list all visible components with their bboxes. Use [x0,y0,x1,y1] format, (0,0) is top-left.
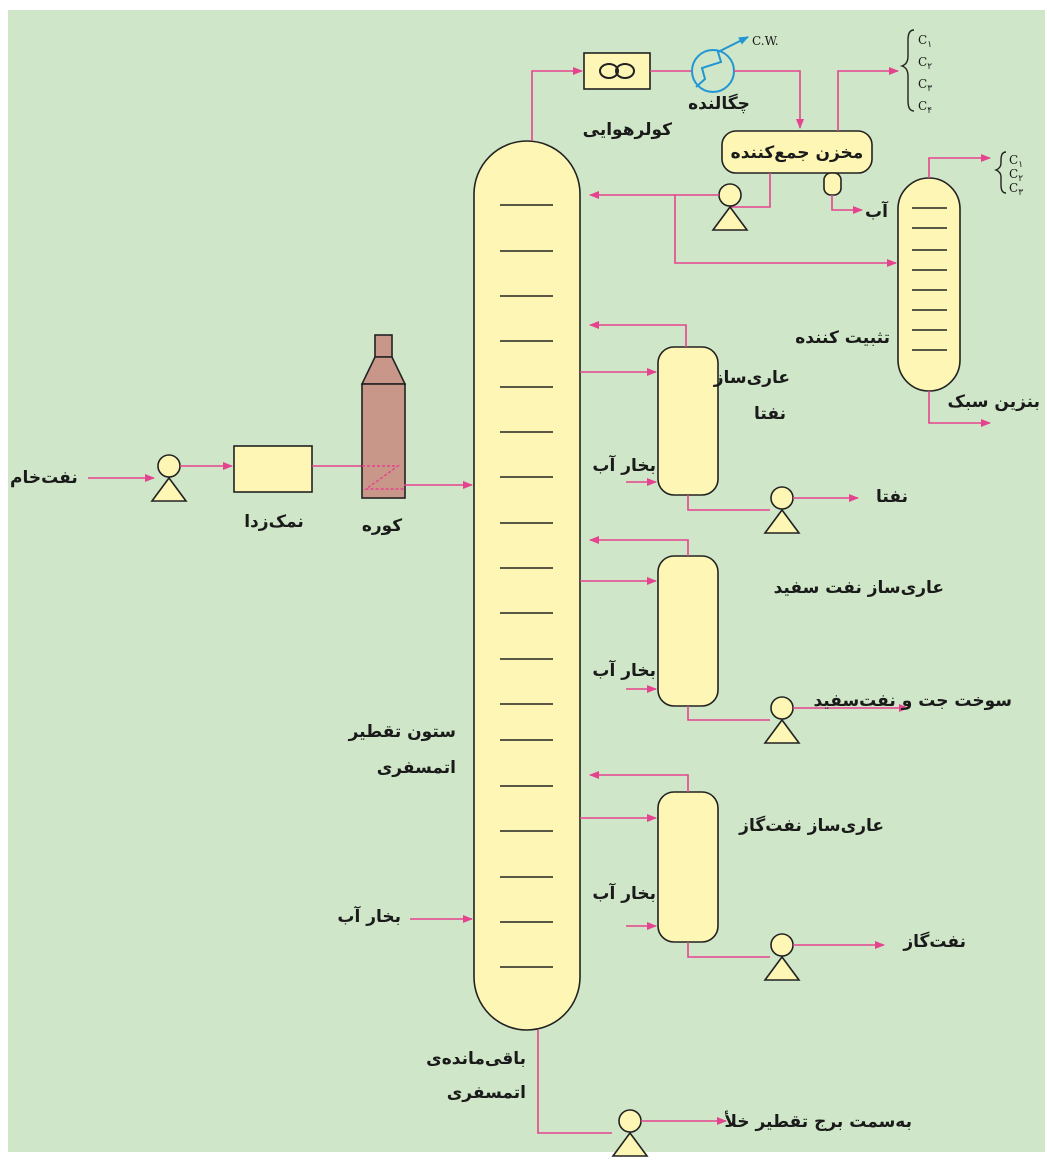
label-to-vacuum: به‌سمت برج تقطیر خلأ [724,1111,912,1132]
residue-line [537,1030,612,1134]
label-naphtha-stripper-2: نفتا [754,404,786,424]
label-crude-oil: نفت‌خام [10,468,78,488]
stabilizer-gas-line [928,154,991,178]
water-out-line [831,195,863,214]
gasoil-pump-icon [763,933,801,981]
naphtha-bottom-line [687,495,770,511]
overhead-vapor-line [531,67,583,141]
condenser-to-drum-line [734,70,804,129]
label-kerosene-stripper: عاری‌ساز نفت سفید [774,578,944,598]
air-cooler-fan-icon [599,63,635,79]
label-column-1: ستون تقطیر [348,722,456,742]
label-stabilizer: تثبیت کننده [795,328,890,348]
gas-component-label: C۳ [1009,181,1023,198]
label-accumulator: مخزن جمع‌کننده [731,143,864,163]
light-gasoline-line [928,391,991,427]
gases-top-brace [899,29,915,112]
gasoil-stripper [657,791,719,943]
kerosene-stripper [657,555,719,707]
stabilizer-trays [912,207,947,351]
naphtha-stripper [657,346,719,496]
gas-component-label: C۱ [1009,153,1023,170]
label-condenser: چگالنده [688,93,750,114]
label-steam-3: بخار آب [592,882,656,904]
label-furnace: کوره [362,516,402,536]
kerosene-return-line [589,536,689,556]
accumulator-drum [721,130,873,174]
to-stabilizer-line [674,194,897,267]
gases-stab-brace [994,151,1007,194]
label-naphtha-stripper-1: عاری‌ساز [713,368,790,388]
label-steam-bottom: بخار آب [337,905,401,927]
label-light-gasoline: بنزین سبک [947,392,1040,412]
kerosene-pump-icon [763,696,801,744]
label-residue-2: اتمسفری [447,1083,526,1103]
gas-component-label: C۳ [918,77,932,94]
atmospheric-column [473,140,581,1031]
label-jet-kerosene: سوخت جت و نفت‌سفید [813,691,1012,711]
stabilizer-column [897,177,961,392]
label-column-2: اتمسفری [377,758,456,778]
gas-out-line [837,67,899,131]
label-cw: C.W. [752,34,779,48]
gas-component-label: C۱ [918,33,932,50]
label-air-cooler: کولرهوایی [583,120,672,140]
kerosene-bottom-line [687,706,770,721]
gasoil-return-line [589,771,689,792]
label-naphtha-product: نفتا [876,487,908,507]
desalter-box [233,445,313,493]
label-steam-2: بخار آب [592,659,656,681]
label-desalter: نمک‌زدا [244,512,304,532]
gasoil-bottom-line [687,942,770,958]
label-residue-1: باقی‌مانده‌ی [426,1049,526,1069]
label-steam-1: بخار آب [592,454,656,476]
drum-water-boot [823,172,842,196]
column-trays [500,204,553,968]
gas-component-label: C۴ [918,99,932,116]
furnace-icon [360,334,407,499]
naphtha-return-line [589,321,687,347]
gas-component-label: C۲ [1009,167,1023,184]
gas-component-label: C۲ [918,55,932,72]
label-gasoil-stripper: عاری‌ساز نفت‌گاز [738,815,884,836]
label-gasoil-product: نفت‌گاز [902,931,966,952]
naphtha-pump-icon [763,486,801,534]
drum-to-pump-line [730,173,771,208]
label-water: آب [865,200,889,222]
